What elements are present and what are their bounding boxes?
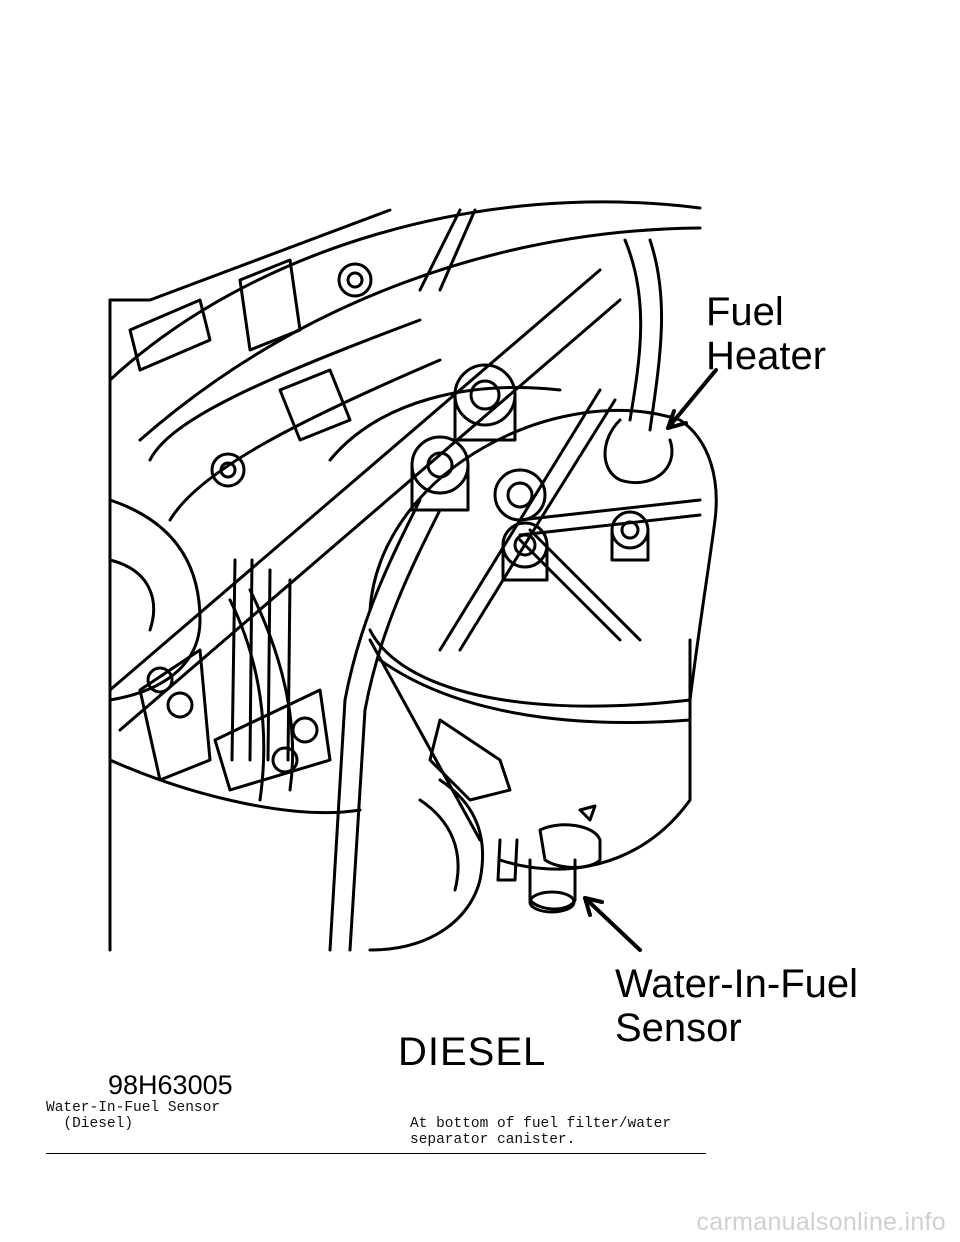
diesel-view-label: DIESEL [398, 1030, 547, 1074]
water-in-fuel-sensor-label: Water-In-Fuel Sensor [615, 962, 859, 1050]
location-cell: At bottom of fuel filter/water separator… [410, 1116, 672, 1148]
figure-code: 98H63005 [108, 1070, 233, 1100]
component-cell: Water-In-Fuel Sensor (Diesel) [46, 1100, 221, 1132]
table-divider [46, 1153, 706, 1154]
fuel-heater-label: Fuel Heater [706, 290, 827, 378]
site-watermark: carmanualsonline.info [696, 1208, 946, 1236]
